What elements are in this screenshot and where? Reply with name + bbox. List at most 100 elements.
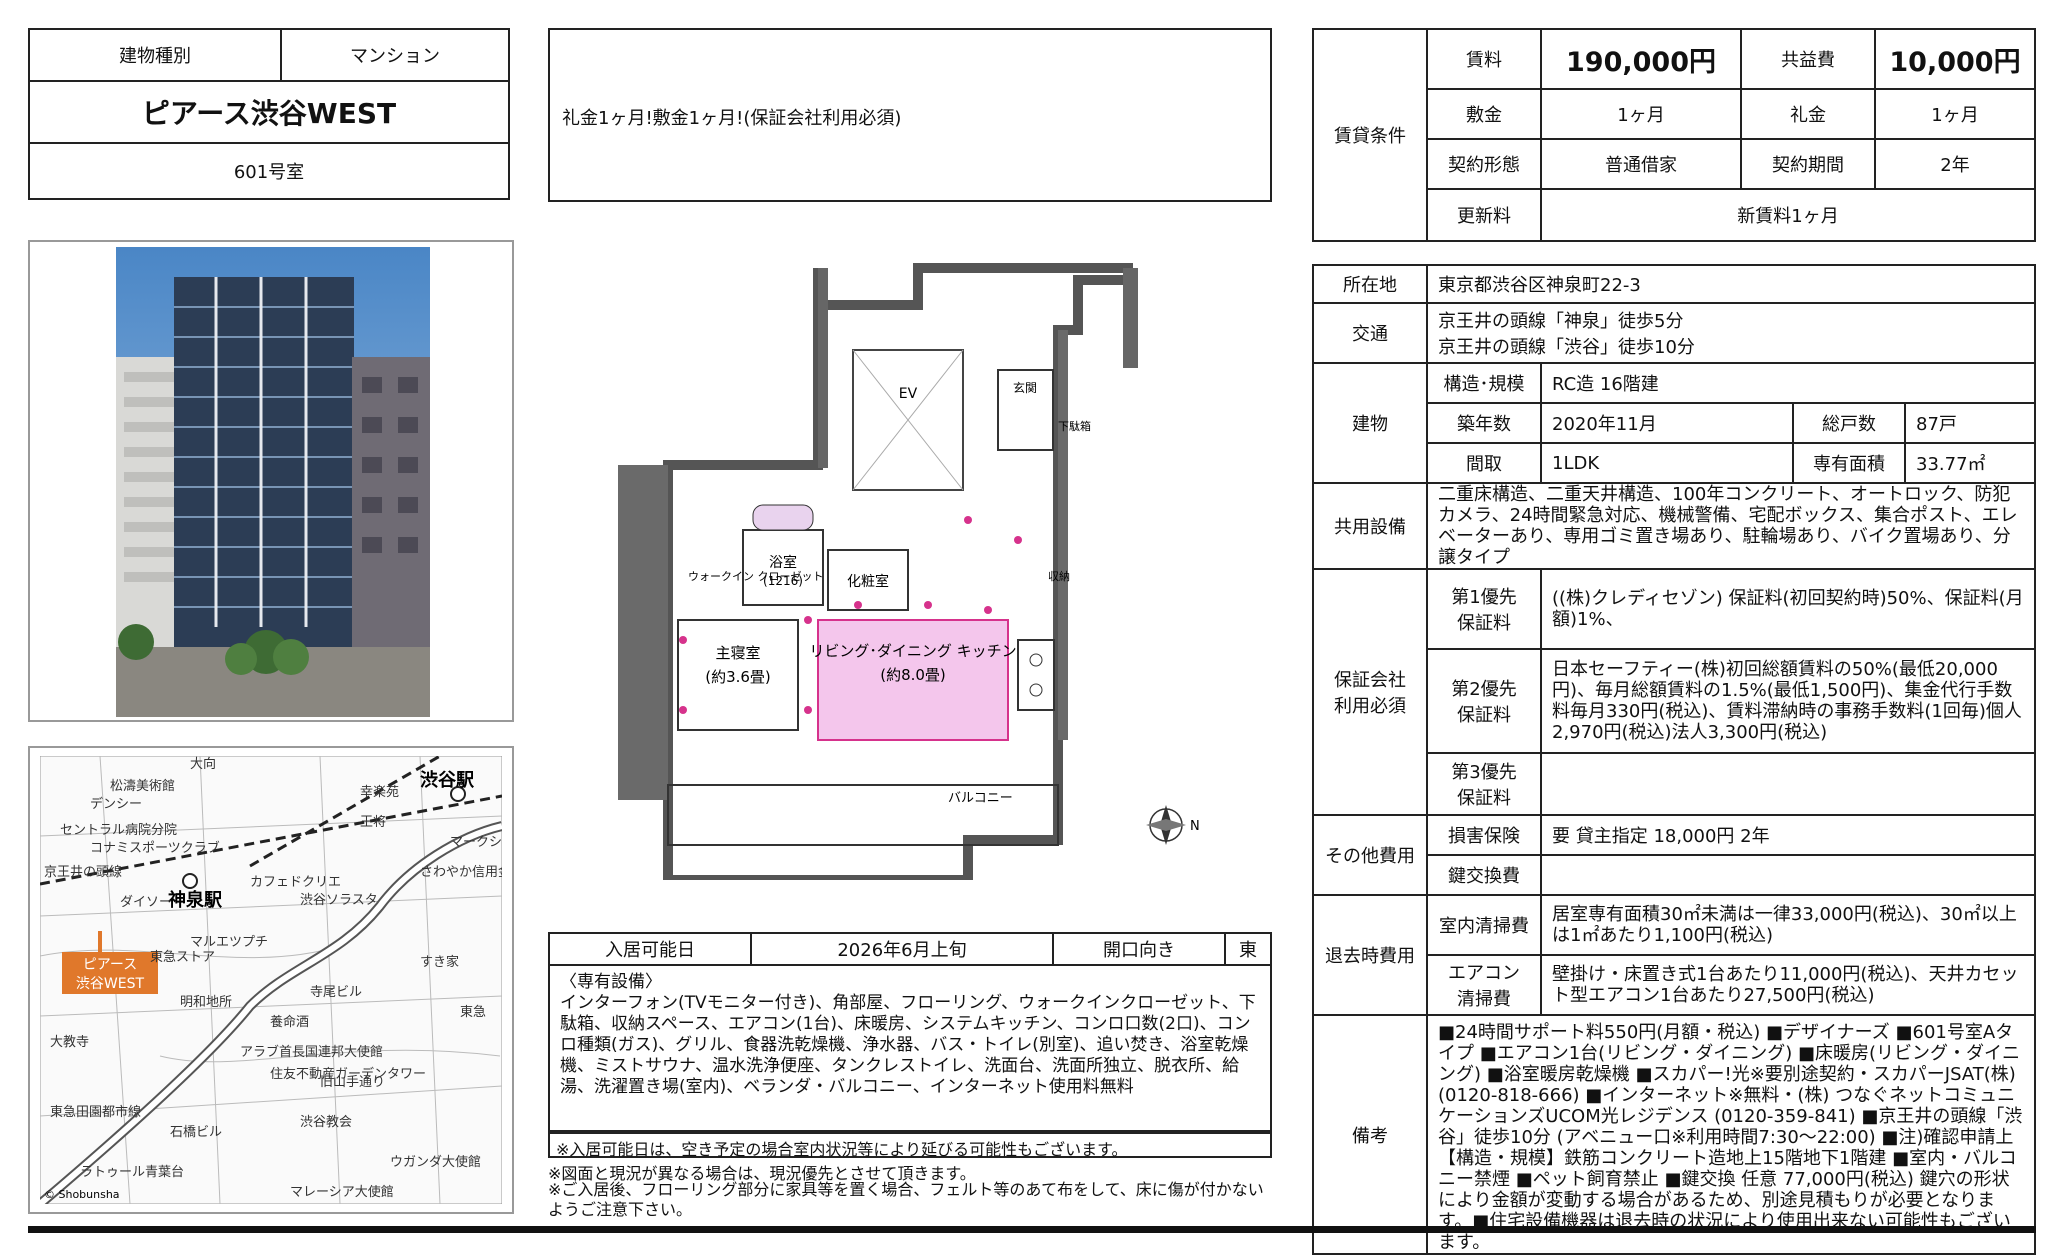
address-label: 所在地 [1312, 264, 1428, 304]
built-value: 2020年11月 [1540, 402, 1794, 444]
building-name: ピアース渋谷WEST [28, 80, 510, 144]
map-label: すき家 [420, 954, 459, 970]
map-label: デンシー [90, 796, 142, 812]
transport-label: 交通 [1312, 302, 1428, 364]
details-table: 所在地 東京都渋谷区神泉町22-3 交通 京王井の頭線「神泉」徒歩5分 京王井の… [1312, 264, 2036, 1255]
ac-cleaning-label: エアコン 清掃費 [1426, 954, 1542, 1016]
map-copyright: © Shobunsha [44, 1188, 120, 1201]
rent-label: 賃料 [1426, 28, 1542, 90]
floorplan-bedroom-size: (約3.6畳) [705, 668, 771, 686]
key-change-label: 鍵交換費 [1426, 854, 1542, 896]
map-label: マレーシア大使館 [290, 1184, 394, 1200]
common-fee-value: 10,000円 [1874, 28, 2036, 90]
ac-cleaning-value: 壁掛け・床置き式1台あたり11,000円(税込)、天井カセット型エアコン1台あた… [1540, 954, 2036, 1016]
map-label: 王将 [360, 815, 386, 830]
guarantee-2-value: 日本セーフティー(株)初回総額賃料の50%(最低20,000円)、毎月総額賃料の… [1540, 648, 2036, 754]
map-label: アラブ首長国連邦大使館 [240, 1044, 383, 1060]
rent-table: 賃貸条件 賃料 190,000円 共益費 10,000円 敷金 1ヶ月 礼金 1… [1312, 28, 2036, 242]
map-label: 住友不動産ガーデンタワー [270, 1066, 426, 1082]
layout-label: 間取 [1426, 442, 1542, 484]
area-map: 渋谷駅 神泉駅 ピアース 渋谷WEST 大向松濤美術館デンシーセントラル病院分院… [40, 756, 502, 1204]
other-fees-label: その他費用 [1312, 814, 1428, 896]
room-number: 601号室 [28, 142, 510, 200]
key-money-label: 礼金 [1740, 88, 1876, 140]
direction-label: 開口向き [1052, 932, 1226, 966]
area-value: 33.77㎡ [1904, 442, 2036, 484]
floorplan-north: N [1190, 819, 1200, 834]
units-value: 87戸 [1904, 402, 2036, 444]
floorplan-storage: 収納 [1048, 570, 1070, 583]
map-label: 明和地所 [180, 995, 232, 1010]
floorplan-shoes: 下駄箱 [1058, 419, 1091, 433]
transport-line-1: 京王井の頭線「神泉」徒歩5分 [1438, 311, 1684, 332]
footnote-1: ※入居可能日は、空き予定の場合室内状況等により延びる可能性もございます。 [556, 1140, 1128, 1159]
equipment-heading: 〈専有設備〉 [560, 972, 662, 992]
insurance-value: 要 貸主指定 18,000円 2年 [1540, 814, 2036, 856]
shared-facilities-value: 二重床構造、二重天井構造、100年コンクリート、オートロック、防犯カメラ、24時… [1426, 482, 2036, 570]
footnote-3: ※ご入居後、フローリング部分に家具等を置く場合、フェルト等のあて布をして、床に傷… [548, 1180, 1264, 1219]
floorplan-ev: EV [899, 386, 918, 402]
address-value: 東京都渋谷区神泉町22-3 [1426, 264, 2036, 304]
renewal-value: 新賃料1ヶ月 [1540, 188, 2036, 242]
area-label: 専有面積 [1792, 442, 1906, 484]
building-header-table: 建物種別 マンション ピアース渋谷WEST 601号室 [28, 28, 510, 200]
map-label: 渋谷教会 [300, 1114, 352, 1130]
rent-section-label: 賃貸条件 [1312, 28, 1428, 242]
move-in-date-label: 入居可能日 [548, 932, 752, 966]
promo-text: 礼金1ヶ月!敷金1ヶ月!(保証会社利用必須) [562, 108, 902, 129]
floorplan-bedroom: 主寝室 [715, 644, 760, 662]
building-photo-frame [28, 240, 514, 722]
move-in-date-value: 2026年6月上旬 [750, 932, 1054, 966]
notes-label: 備考 [1312, 1014, 1428, 1255]
map-label: 大教寺 [50, 1034, 89, 1050]
guarantee-2-label: 第2優先 保証料 [1426, 648, 1542, 754]
contract-type-value: 普通借家 [1540, 138, 1742, 190]
map-property-label-1: ピアース [83, 957, 137, 973]
structure-value: RC造 16階建 [1540, 362, 2036, 404]
map-label: さわやか信用金庫 [420, 864, 502, 880]
map-label: 寺尾ビル [310, 985, 362, 1000]
map-label: コナミスポーツクラブ [90, 840, 220, 856]
floorplan-bath: 浴室 [769, 554, 797, 571]
floorplan-area: EV リビング･ダイニング キッチン (約8.0畳) 主寝室 (約3.6畳) 浴… [548, 240, 1272, 885]
contract-period-label: 契約期間 [1740, 138, 1876, 190]
shared-facilities-label: 共用設備 [1312, 482, 1428, 570]
map-label: カフェドクリエ [250, 875, 341, 890]
map-label: 京王井の頭線 [44, 864, 122, 880]
building-type-label: 建物種別 [28, 28, 282, 82]
guarantee-3-value [1540, 752, 2036, 816]
layout-value: 1LDK [1540, 442, 1794, 484]
map-label: セントラル病院分院 [60, 823, 177, 838]
contract-period-value: 2年 [1874, 138, 2036, 190]
equipment-box: 〈専有設備〉 インターフォン(TVモニター付き)、角部屋、フローリング、ウォーク… [548, 964, 1272, 1132]
footer-bar [28, 1226, 2036, 1233]
guarantee-1-label: 第1優先 保証料 [1426, 568, 1542, 650]
map-label: 東急ストア [150, 949, 215, 965]
map-label: 東急 [460, 1004, 486, 1020]
map-label: ウガンダ大使館 [390, 1154, 481, 1170]
footnote-box: ※入居可能日は、空き予定の場合室内状況等により延びる可能性もございます。 [548, 1132, 1272, 1159]
map-shinsen-station: 神泉駅 [168, 889, 223, 911]
map-label: ダイソー [120, 895, 172, 910]
floorplan-ldk: リビング･ダイニング キッチン [809, 642, 1016, 660]
structure-label: 構造･規模 [1426, 362, 1542, 404]
map-label: 旧山手通り [320, 1075, 385, 1090]
guarantee-3-label: 第3優先 保証料 [1426, 752, 1542, 816]
common-fee-label: 共益費 [1740, 28, 1876, 90]
move-in-table: 入居可能日 2026年6月上旬 開口向き 東 [548, 932, 1272, 966]
map-label: 幸楽苑 [360, 784, 399, 800]
guarantee-label: 保証会社 利用必須 [1312, 568, 1428, 816]
map-label: ラトゥール青葉台 [80, 1165, 184, 1180]
renewal-label: 更新料 [1426, 188, 1542, 242]
contract-type-label: 契約形態 [1426, 138, 1542, 190]
move-out-label: 退去時費用 [1312, 894, 1428, 1016]
floorplan-balcony: バルコニー [948, 791, 1013, 806]
notes-value: ■24時間サポート料550円(月額・税込) ■デザイナーズ ■601号室Aタイプ… [1426, 1014, 2036, 1255]
map-label: 渋谷ソラスタ [300, 893, 378, 908]
equipment-text: インターフォン(TVモニター付き)、角部屋、フローリング、ウォークインクローゼッ… [560, 993, 1256, 1097]
insurance-label: 損害保険 [1426, 814, 1542, 856]
floorplan-entrance: 玄関 [1013, 380, 1037, 395]
transport-line-2: 京王井の頭線「渋谷」徒歩10分 [1438, 337, 1695, 358]
cleaning-label: 室内清掃費 [1426, 894, 1542, 956]
key-money-value: 1ヶ月 [1874, 88, 2036, 140]
